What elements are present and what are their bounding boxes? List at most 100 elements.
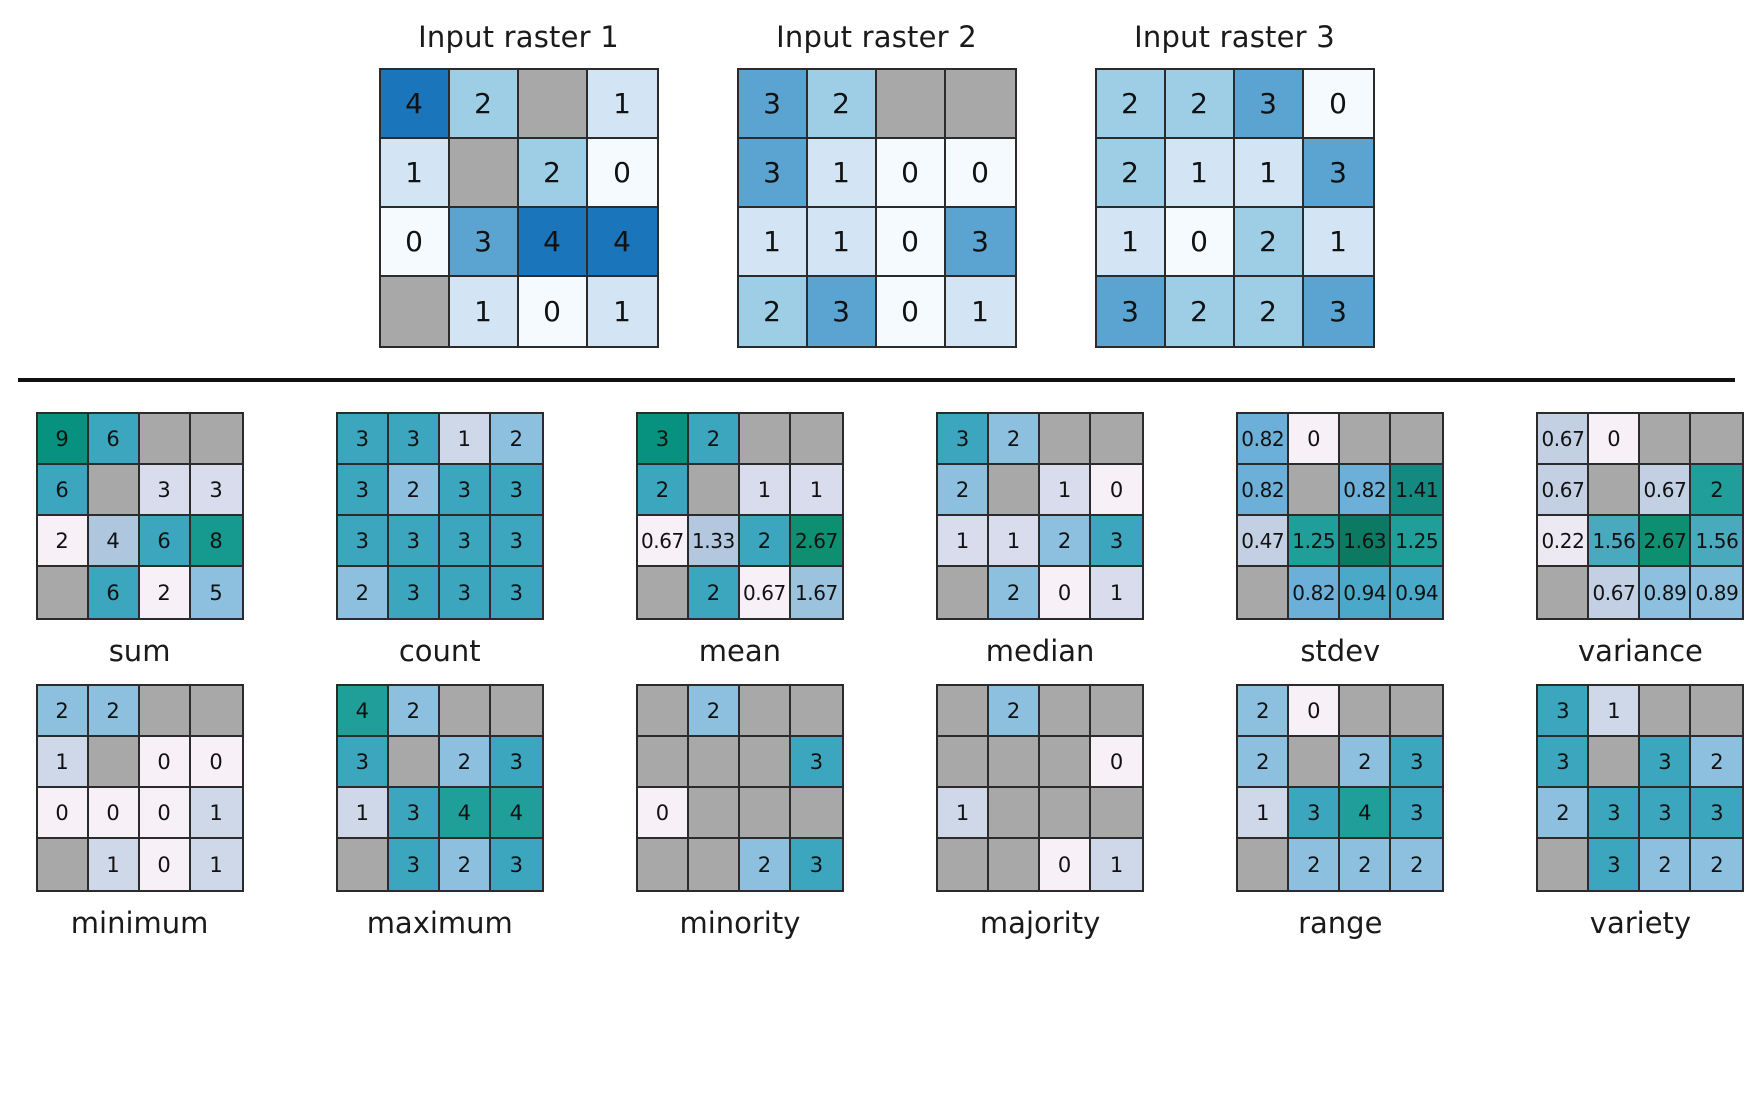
raster-cell-nodata <box>1289 465 1341 516</box>
raster-cell-nodata <box>1040 788 1092 839</box>
raster-cell: 3 <box>388 839 440 890</box>
output-label: variety <box>1589 906 1692 940</box>
output-label: minority <box>679 906 801 940</box>
raster-cell: 2 <box>739 516 791 567</box>
raster-cell-nodata <box>637 686 689 737</box>
raster-cell-nodata <box>1289 737 1341 788</box>
raster-cell: 1 <box>1091 567 1143 618</box>
raster-cell: 0.82 <box>1340 465 1392 516</box>
raster-cell: 2 <box>1538 788 1590 839</box>
raster-cell: 1 <box>790 465 842 516</box>
raster-cell: 2 <box>1238 737 1290 788</box>
raster-cell-nodata <box>688 465 740 516</box>
output-label: range <box>1298 906 1383 940</box>
raster-cell-nodata <box>938 567 990 618</box>
raster-cell: 3 <box>637 414 689 465</box>
raster-cell: 4 <box>587 208 657 277</box>
raster-cell-nodata <box>790 686 842 737</box>
raster-cell: 1 <box>439 414 491 465</box>
raster-cell: 2 <box>688 686 740 737</box>
raster-cell: 0 <box>876 139 946 208</box>
raster-cell: 3 <box>490 465 542 516</box>
input-raster-title: Input raster 2 <box>776 20 977 54</box>
raster-cell-nodata <box>637 839 689 890</box>
raster-cell: 1 <box>88 839 140 890</box>
raster-cell-nodata <box>1391 414 1443 465</box>
raster-cell: 3 <box>337 737 389 788</box>
raster-cell-nodata <box>989 465 1041 516</box>
raster-cell-nodata <box>945 70 1015 139</box>
raster-cell: 4 <box>337 686 389 737</box>
raster-cell: 2 <box>1238 686 1290 737</box>
raster-cell: 9 <box>37 414 89 465</box>
raster-cell: 2 <box>1096 139 1166 208</box>
raster-cell: 2 <box>1691 839 1743 890</box>
raster-cell: 3 <box>738 139 808 208</box>
output-label: mean <box>698 634 782 668</box>
raster-cell: 3 <box>1096 277 1166 346</box>
raster-cell: 3 <box>190 465 242 516</box>
raster-cell: 2 <box>1165 277 1235 346</box>
raster-cell: 3 <box>1234 70 1304 139</box>
raster-cell: 3 <box>439 567 491 618</box>
raster-cell: 4 <box>1340 788 1392 839</box>
raster-cell: 3 <box>388 414 440 465</box>
output-label: stdev <box>1300 634 1381 668</box>
raster-cell: 2 <box>37 516 89 567</box>
raster-cell-nodata <box>1238 567 1290 618</box>
raster-cell: 6 <box>88 567 140 618</box>
raster-cell-nodata <box>938 737 990 788</box>
raster-cell: 0 <box>587 139 657 208</box>
raster-cell: 6 <box>88 414 140 465</box>
raster-cell-nodata <box>790 788 842 839</box>
raster-cell: 0 <box>1091 737 1143 788</box>
raster-cell: 0 <box>1091 465 1143 516</box>
raster-cell-nodata <box>739 686 791 737</box>
raster-cell: 2 <box>139 567 191 618</box>
raster-cell: 2 <box>37 686 89 737</box>
raster-cell: 3 <box>807 277 877 346</box>
raster-cell-nodata <box>1589 465 1641 516</box>
raster-cell-nodata <box>1589 737 1641 788</box>
output-label: minimum <box>70 906 209 940</box>
raster-cell: 0.47 <box>1238 516 1290 567</box>
raster-cell: 0 <box>1289 414 1341 465</box>
raster-cell: 3 <box>1640 737 1692 788</box>
output-label: majority <box>979 906 1101 940</box>
raster-cell: 1.67 <box>790 567 842 618</box>
raster-cell-nodata <box>1538 839 1590 890</box>
raster-cell-nodata <box>739 414 791 465</box>
raster-cell: 0 <box>88 788 140 839</box>
raster-cell: 3 <box>1538 737 1590 788</box>
raster-cell: 3 <box>1289 788 1341 839</box>
raster-cell: 3 <box>1391 788 1443 839</box>
raster-cell: 3 <box>388 788 440 839</box>
raster-cell-nodata <box>1040 737 1092 788</box>
raster-cell-nodata <box>337 839 389 890</box>
raster-cell: 1 <box>190 788 242 839</box>
raster-cell: 3 <box>1303 139 1373 208</box>
raster-cell-nodata <box>449 139 519 208</box>
raster-cell: 1 <box>1040 465 1092 516</box>
raster-cell: 0 <box>380 208 450 277</box>
raster-cell: 1 <box>1589 686 1641 737</box>
raster-cell: 2 <box>439 737 491 788</box>
raster-cell: 0.82 <box>1238 414 1290 465</box>
raster-cell: 2 <box>1691 465 1743 516</box>
raster-cell: 0 <box>1589 414 1641 465</box>
output-label: count <box>398 634 481 668</box>
